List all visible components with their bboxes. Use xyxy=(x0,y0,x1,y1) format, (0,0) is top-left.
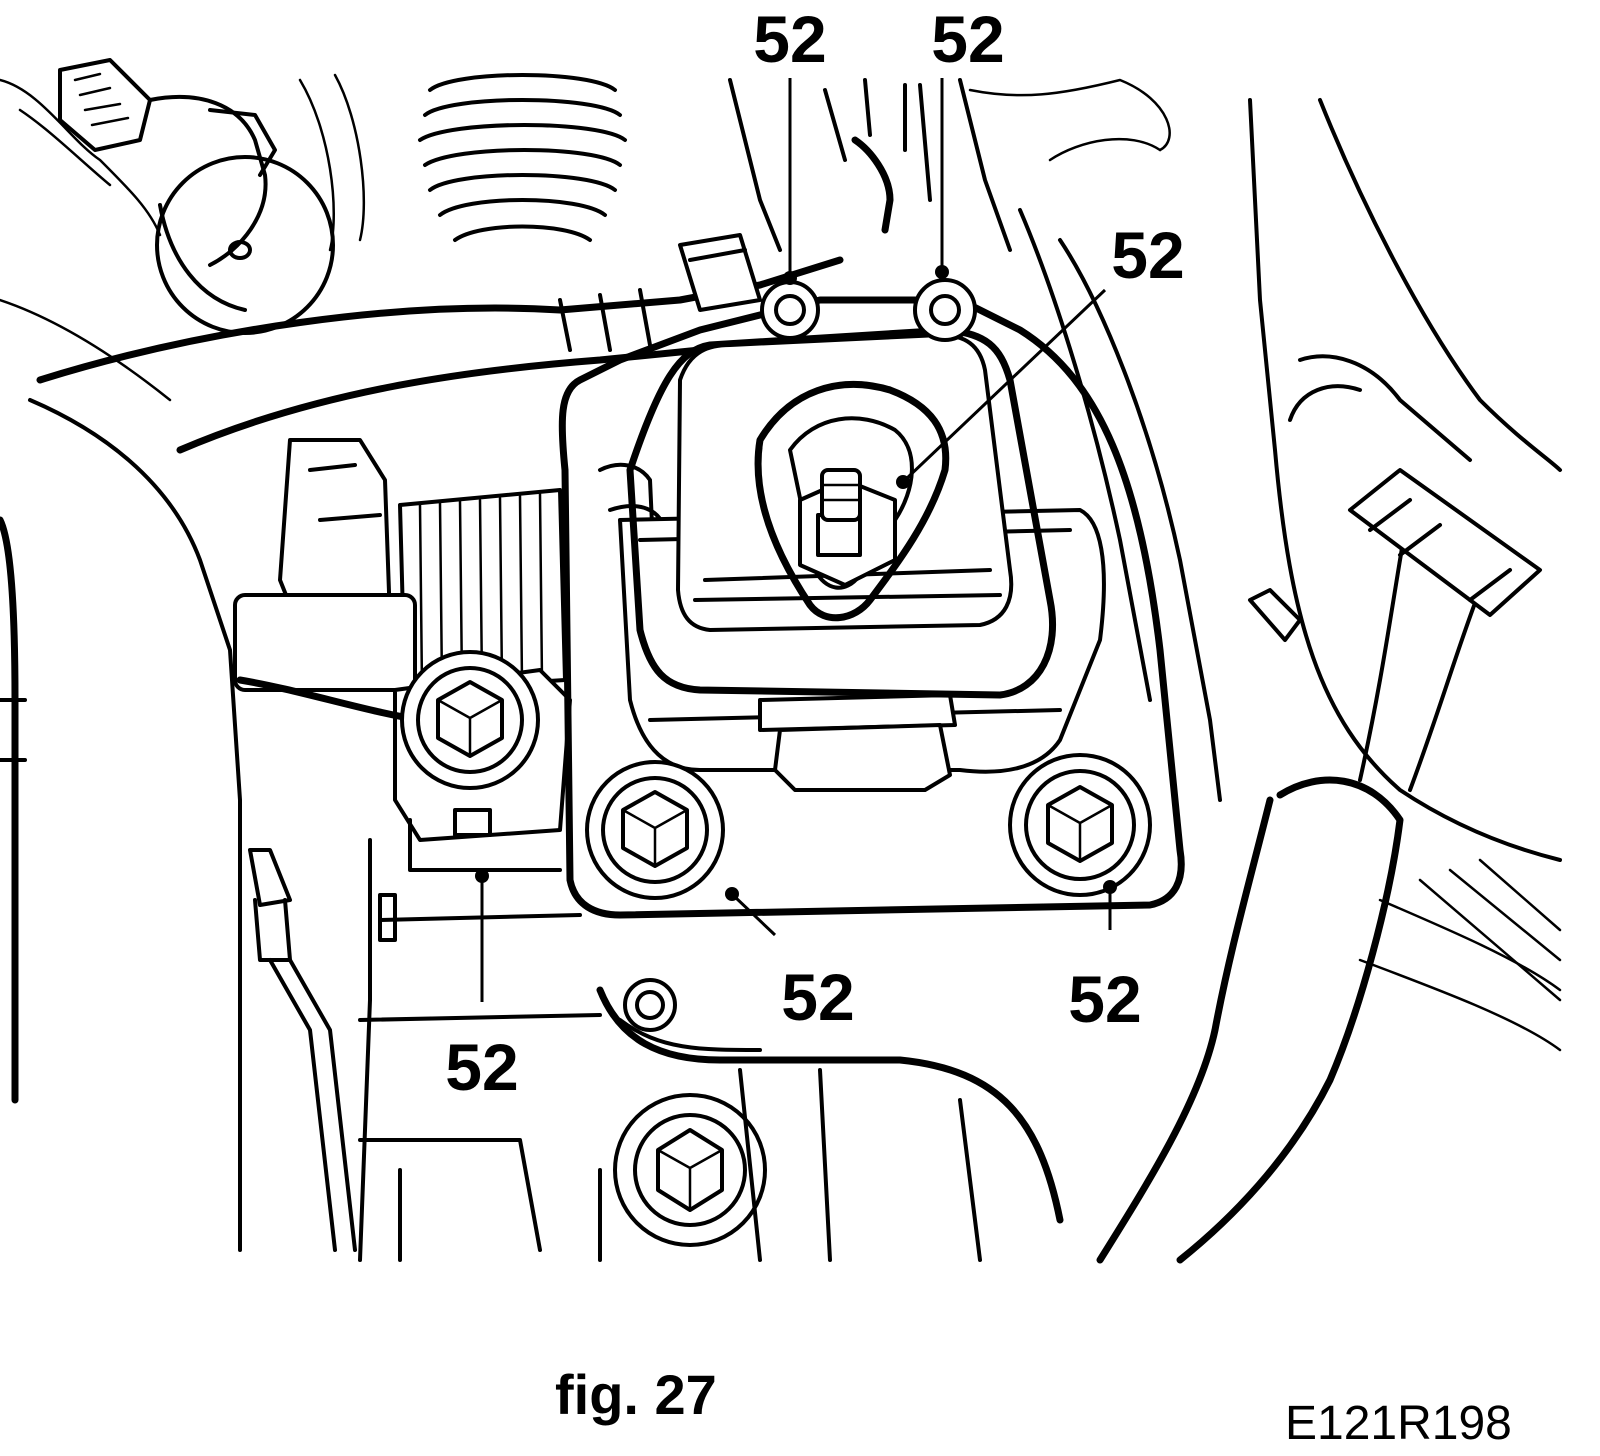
background-components xyxy=(0,58,1562,1264)
figure-caption: fig. 27 xyxy=(555,1363,717,1426)
callout-stud: 52 xyxy=(1111,218,1184,292)
mount-bolts xyxy=(400,650,1152,900)
mount-bolt-right xyxy=(1008,753,1152,897)
bracket-bolt xyxy=(400,650,540,837)
callout-top-left: 52 xyxy=(753,2,826,76)
figure-reference: E121R198 xyxy=(1285,1397,1512,1450)
leader-stud xyxy=(903,288,1107,482)
callout-labels: 52 52 52 52 52 52 xyxy=(445,2,1184,1104)
callout-bracket-bolt: 52 xyxy=(445,1030,518,1104)
leader-mount-bolt-left xyxy=(733,895,777,937)
callout-mount-bolt-right: 52 xyxy=(1068,962,1141,1036)
mount-bolt-left xyxy=(585,760,725,900)
callout-mount-bolt-left: 52 xyxy=(781,960,854,1034)
callout-top-right: 52 xyxy=(931,2,1004,76)
callout-leaders xyxy=(475,78,1117,1002)
engine-mount xyxy=(558,278,1185,919)
